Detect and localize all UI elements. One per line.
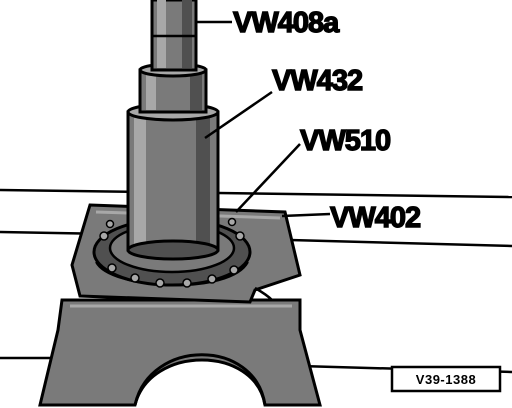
sleeve-vw432 [126, 62, 220, 261]
base-support [38, 298, 322, 407]
label-vw402: VW402 [330, 202, 420, 234]
leader-vw402 [281, 212, 331, 218]
label-vw408a: VW408a [233, 7, 340, 39]
reference-code: V39-1388 [416, 372, 476, 387]
leader-lines [196, 20, 331, 218]
leader-vw510 [235, 143, 301, 213]
label-vw432: VW432 [272, 65, 362, 97]
reference-code-box: V39-1388 [390, 365, 502, 393]
label-vw510: VW510 [300, 125, 390, 157]
press-shaft-vw408a [150, 0, 198, 72]
leader-vw432 [204, 90, 273, 140]
